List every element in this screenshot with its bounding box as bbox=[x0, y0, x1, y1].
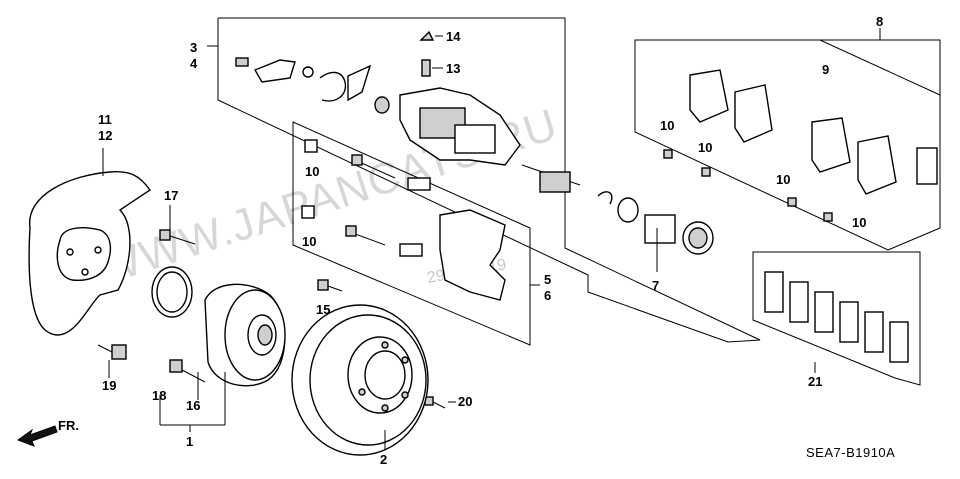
callout-12: 12 bbox=[98, 128, 112, 143]
callout-14: 14 bbox=[446, 29, 461, 44]
caliper-group-frame bbox=[217, 17, 761, 343]
callout-10d: 10 bbox=[698, 140, 712, 155]
diagram-code: SEA7-B1910A bbox=[806, 445, 895, 460]
cap-14 bbox=[419, 30, 435, 41]
callout-11: 11 bbox=[98, 112, 112, 127]
callout-7: 7 bbox=[652, 278, 659, 293]
bleeder-13 bbox=[421, 59, 431, 77]
slide-pins bbox=[301, 139, 431, 257]
callout-10e: 10 bbox=[776, 172, 790, 187]
callout-13: 13 bbox=[446, 61, 460, 76]
callout-19: 19 bbox=[102, 378, 116, 393]
callout-20: 20 bbox=[458, 394, 472, 409]
piston-kit-7 bbox=[521, 164, 714, 255]
bolt-20 bbox=[424, 396, 446, 409]
bolt-17 bbox=[159, 229, 196, 245]
callout-10f: 10 bbox=[852, 215, 866, 230]
pad-set-frame bbox=[634, 39, 941, 251]
caliper-hardware bbox=[235, 57, 390, 114]
bolt-19 bbox=[97, 344, 127, 360]
hub-bearing-1 bbox=[204, 283, 286, 387]
splash-guard bbox=[28, 170, 151, 336]
callout-15: 15 bbox=[316, 302, 330, 317]
callout-16: 16 bbox=[186, 398, 200, 413]
bolt-16 bbox=[169, 359, 206, 383]
callout-10c: 10 bbox=[660, 118, 674, 133]
bracket-group-frame bbox=[292, 121, 531, 346]
callout-4: 4 bbox=[190, 56, 198, 71]
callout-1: 1 bbox=[186, 434, 193, 449]
pad-bolts-10 bbox=[663, 149, 833, 222]
front-direction-arrow bbox=[16, 425, 58, 447]
bolt-15 bbox=[317, 279, 343, 292]
callout-10b: 10 bbox=[302, 234, 316, 249]
callout-6: 6 bbox=[544, 288, 551, 303]
callout-21: 21 bbox=[808, 374, 822, 389]
callout-18: 18 bbox=[152, 388, 166, 403]
shims-21 bbox=[764, 271, 909, 363]
brake-pads-9 bbox=[689, 69, 938, 195]
callout-9: 9 bbox=[822, 62, 829, 77]
brake-disc-2 bbox=[291, 304, 429, 456]
direction-label: FR. bbox=[58, 418, 79, 433]
callout-8: 8 bbox=[876, 14, 883, 29]
shim-set-frame bbox=[752, 251, 921, 386]
caliper-body bbox=[399, 87, 521, 166]
callout-2: 2 bbox=[380, 452, 387, 467]
callout-10a: 10 bbox=[305, 164, 319, 179]
callout-3: 3 bbox=[190, 40, 197, 55]
callout-5: 5 bbox=[544, 272, 551, 287]
callout-17: 17 bbox=[164, 188, 178, 203]
caliper-bracket bbox=[439, 209, 506, 301]
